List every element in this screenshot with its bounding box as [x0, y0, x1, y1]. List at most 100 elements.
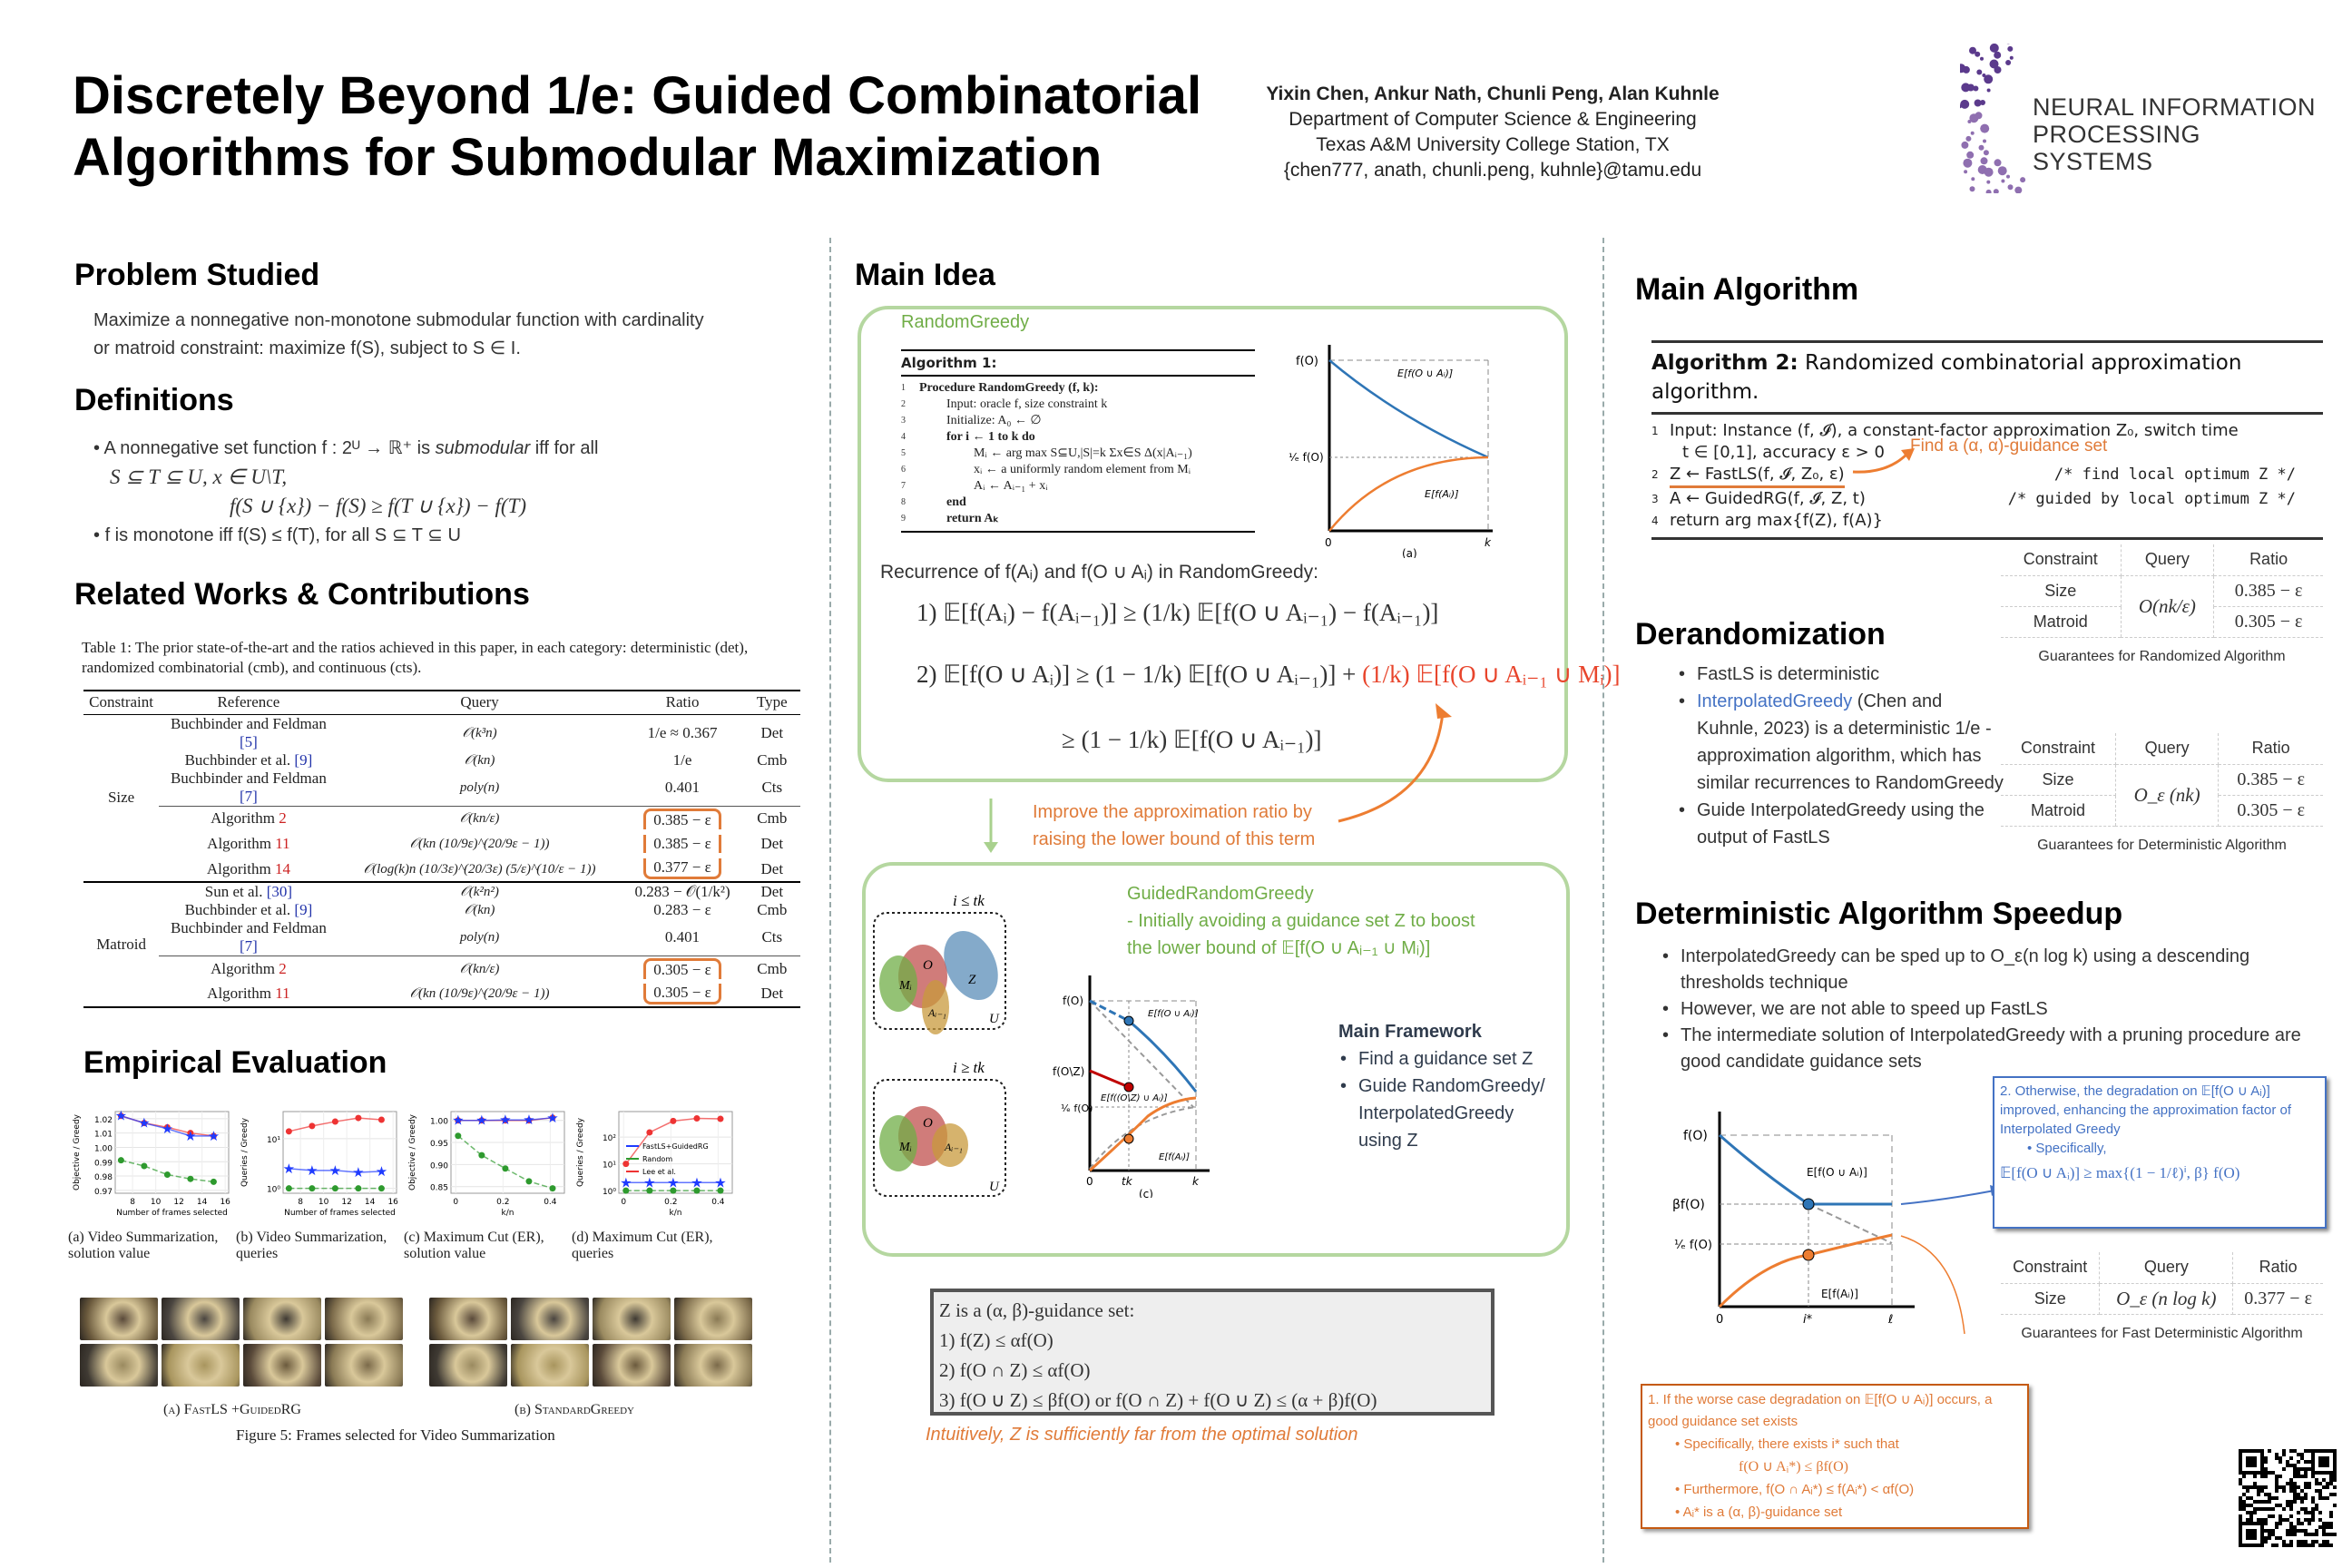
qr-module: [2311, 1456, 2315, 1460]
qr-module: [2333, 1460, 2337, 1464]
venn-diagrams: i ≤ tk O Z Mᵢ Aᵢ₋₁ U i ≥ tk O Mᵢ Aᵢ₋₁ U: [873, 892, 1006, 1197]
type-cell: Cmb: [757, 959, 788, 977]
data-point-lee: [549, 1114, 556, 1122]
qr-module: [2326, 1464, 2329, 1467]
qr-module: [2260, 1536, 2264, 1540]
framework-item: Find a guidance set Z: [1338, 1045, 1556, 1073]
qr-module: [2268, 1493, 2271, 1496]
x-tick-label: 14: [197, 1198, 208, 1207]
qr-module: [2318, 1456, 2322, 1460]
qr-module: [2304, 1482, 2308, 1485]
constraint-cell: Size: [107, 789, 135, 807]
qr-module: [2275, 1536, 2278, 1540]
qr-module: [2300, 1540, 2304, 1544]
qr-module: [2304, 1467, 2308, 1471]
problem-text: Maximize a nonnegative non-monotone subm…: [93, 307, 810, 363]
series-line-fastls: [457, 1117, 554, 1122]
qr-module: [2246, 1489, 2249, 1493]
qr-code[interactable]: [2237, 1447, 2337, 1547]
logo-dot: [1965, 135, 1972, 142]
ratio-cell: 0.401: [621, 919, 743, 956]
video-frame: [162, 1298, 240, 1340]
citation-link[interactable]: [7]: [239, 937, 258, 955]
logo-dot: [1960, 99, 1970, 109]
citation-link[interactable]: 14: [274, 859, 290, 877]
qr-module: [2253, 1533, 2257, 1536]
qr-module: [2289, 1533, 2293, 1536]
qr-module: [2268, 1449, 2271, 1453]
definitions-list: • A nonnegative set function f : 2ᵁ → ℝ⁺…: [93, 434, 810, 550]
citation-link[interactable]: [5]: [239, 732, 258, 750]
qr-module: [2326, 1522, 2329, 1525]
orange-curve: [1088, 1096, 1197, 1172]
qr-module: [2311, 1544, 2315, 1547]
equation-1: 1) 𝔼[f(Aᵢ) − f(Aᵢ₋₁)] ≥ (1/k) 𝔼[f(O ∪ Aᵢ…: [916, 599, 1439, 626]
qr-module: [2257, 1507, 2260, 1511]
query-cell: poly(n): [459, 779, 500, 795]
qr-module: [2329, 1544, 2333, 1547]
line-number: 5: [901, 448, 906, 458]
citation-link[interactable]: [30]: [266, 883, 293, 900]
citation-link[interactable]: [9]: [294, 901, 313, 918]
interpolatedgreedy-link[interactable]: InterpolatedGreedy: [1697, 691, 1853, 711]
data-point-random: [285, 1185, 292, 1192]
video-frame: [429, 1344, 507, 1387]
title-line-1: Discretely Beyond 1/e: Guided Combinator…: [73, 66, 1202, 125]
def-equation: f(S ∪ {x}) − f(S) ≥ f(T ∪ {x}) − f(T): [230, 495, 527, 517]
qr-module: [2315, 1504, 2318, 1507]
reference-text: Sun et al.: [204, 883, 267, 900]
x-axis-label: k/n: [670, 1209, 682, 1218]
qr-module: [2268, 1496, 2271, 1500]
reference-text: Buchbinder and Feldman: [170, 769, 327, 787]
qr-module: [2278, 1536, 2282, 1540]
qr-module: [2300, 1467, 2304, 1471]
qr-module: [2239, 1453, 2242, 1456]
line-text: return Aₖ: [946, 512, 999, 525]
logo-dot: [1967, 120, 1972, 123]
guidedrandomgreedy-panel: [862, 862, 1570, 1257]
citation-link[interactable]: 11: [275, 985, 290, 1002]
qr-module: [2239, 1460, 2242, 1464]
qr-module: [2264, 1522, 2268, 1525]
figure-caption: Figure 5: Frames selected for Video Summ…: [236, 1426, 555, 1444]
data-point-random: [622, 1187, 630, 1194]
citation-link[interactable]: 11: [275, 835, 290, 852]
qr-module: [2297, 1460, 2300, 1464]
logo-dot: [1976, 69, 1983, 75]
qr-module: [2322, 1449, 2326, 1453]
qr-module: [2297, 1496, 2300, 1500]
red-curve: [1089, 1069, 1130, 1089]
qr-module: [2271, 1533, 2275, 1536]
qr-module: [2333, 1456, 2337, 1460]
ratio-cell: 0.385 − ε: [621, 806, 743, 831]
qr-module: [2315, 1482, 2318, 1485]
algorithm-line: t ∈ [0,1], accuracy ε > 0: [1651, 442, 2323, 464]
callout-text: Aᵢ* is a (α, β)-guidance set: [1682, 1504, 1843, 1520]
venn-label: O: [923, 958, 933, 973]
ratio-cell: 0.305 − ε: [621, 956, 743, 982]
citation-link[interactable]: [7]: [239, 787, 258, 805]
arrow-to-blue-box-icon: [1900, 1190, 1995, 1205]
speedup-bullet: InterpolatedGreedy can be sped up to O_ε…: [1661, 944, 2328, 996]
logo-dot: [1986, 88, 1991, 93]
plot-frame: [282, 1111, 397, 1194]
citation-link[interactable]: 2: [279, 959, 287, 977]
logo-dot: [1984, 167, 1994, 177]
citation-link[interactable]: 2: [279, 809, 287, 828]
callout-text: 2. Otherwise, the degradation on 𝔼[f(O ∪…: [2000, 1083, 2292, 1137]
series-line-fastls: [121, 1115, 214, 1137]
qr-module: [2322, 1540, 2326, 1544]
data-point-lee: [717, 1115, 724, 1122]
video-frame: [511, 1344, 589, 1387]
qr-module: [2278, 1514, 2282, 1518]
citation-link[interactable]: [9]: [294, 750, 313, 769]
qr-module: [2239, 1478, 2242, 1482]
